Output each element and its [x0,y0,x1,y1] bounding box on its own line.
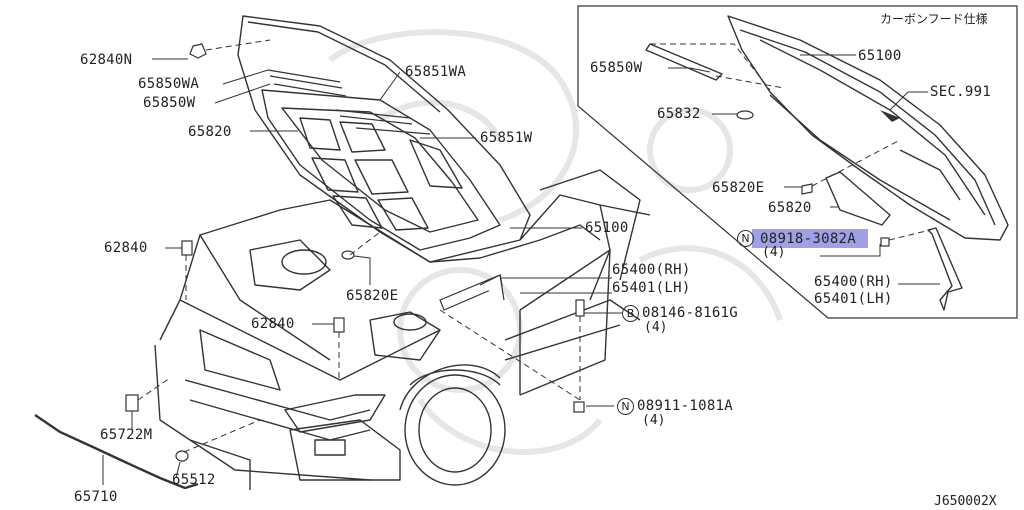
car-body [154,15,651,490]
inset-label-65820: 65820 [768,200,812,216]
label-62840-top: 62840 [104,240,148,256]
inset-label-65400RH: 65400(RH) [814,274,893,290]
inset-dashed [650,43,931,241]
label-62840-bottom: 62840 [251,316,295,332]
inset-title: カーボンフード仕様 [880,12,988,26]
watermark [328,29,783,456]
label-65710: 65710 [74,489,118,505]
diagram-code: J650002X [934,494,997,509]
label-65820E: 65820E [346,288,399,304]
inset-label-65850W: 65850W [590,60,643,76]
main-small-parts [125,43,585,462]
inset-small-parts [736,110,890,247]
label-65850W: 65850W [143,95,196,111]
main-leaders [102,58,622,485]
inset-label-65820E: 65820E [712,180,765,196]
label-65400RH: 65400(RH) [612,262,691,278]
inset-frame [577,5,1018,319]
label-65100: 65100 [585,220,629,236]
hood-rod [34,414,199,490]
qty-08146: (4) [644,320,668,335]
label-08911-1081A: 08911-1081A [637,398,734,414]
label-65512: 65512 [172,472,216,488]
nut-symbol: N [617,398,634,415]
bolt-symbol: B [622,305,639,322]
part-highlight [752,229,868,248]
label-08146-8161G: 08146-8161G [642,305,739,321]
label-65820: 65820 [188,124,232,140]
label-65401LH: 65401(LH) [612,280,691,296]
inset-qty-08918: (4) [762,245,786,260]
hood-strips [267,69,431,135]
sec-arrow [880,110,900,122]
inset-label-65100: 65100 [858,48,902,64]
label-65851W: 65851W [480,130,533,146]
qty-08911: (4) [642,413,666,428]
inset-label-08918-3082A[interactable]: 08918-3082A [760,231,857,247]
inset-label-65401LH: 65401(LH) [814,291,893,307]
label-65722M: 65722M [100,427,153,443]
inset-label-65832: 65832 [657,106,701,122]
inset-nut-symbol: N [737,230,754,247]
inset-label-SEC991: SEC.991 [930,84,992,100]
label-62840N: 62840N [80,52,133,68]
main-dashed [137,39,581,453]
inset-hood [645,15,1009,311]
label-65850WA: 65850WA [138,76,200,92]
label-65851WA: 65851WA [405,64,467,80]
inset-leaders [668,54,940,285]
